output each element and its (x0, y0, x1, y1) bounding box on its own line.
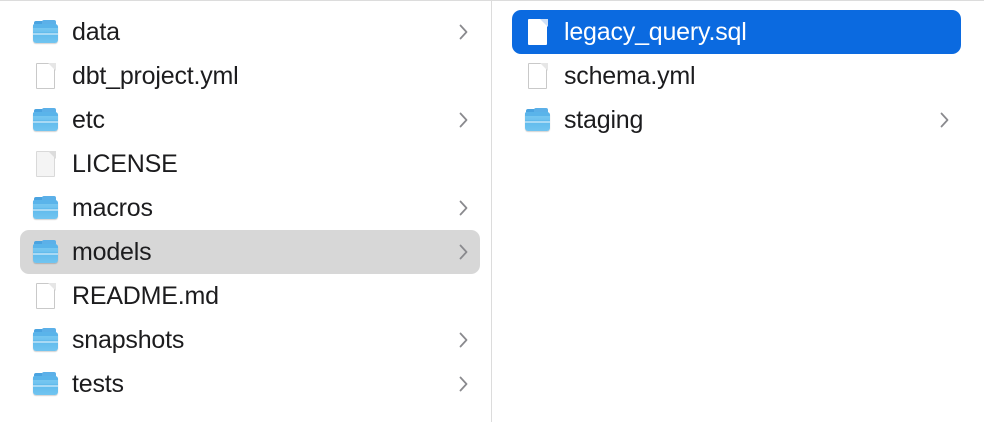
chevron-right-icon (458, 22, 470, 42)
file-name-label: macros (72, 194, 153, 222)
file-name-label: legacy_query.sql (564, 18, 747, 46)
chevron-right-icon (458, 198, 470, 218)
chevron-right-icon (458, 242, 470, 262)
file-name-label: README.md (72, 282, 219, 310)
folder-icon (32, 105, 60, 135)
folder-icon (32, 369, 60, 399)
file-name-label: data (72, 18, 120, 46)
file-row[interactable]: legacy_query.sql (512, 10, 961, 54)
folder-icon (32, 237, 60, 267)
file-column-child: legacy_query.sql schema.yml staging (492, 1, 984, 422)
file-name-label: snapshots (72, 326, 185, 354)
chevron-right-icon (939, 110, 951, 130)
folder-icon (32, 193, 60, 223)
file-list-child: legacy_query.sql schema.yml staging (492, 10, 984, 142)
file-row[interactable]: data (20, 10, 480, 54)
folder-icon (32, 17, 60, 47)
chevron-right-icon (458, 110, 470, 130)
file-row[interactable]: tests (20, 362, 480, 406)
document-icon (32, 149, 60, 179)
file-row[interactable]: LICENSE (20, 142, 480, 186)
folder-icon (524, 105, 552, 135)
file-row[interactable]: models (20, 230, 480, 274)
file-row[interactable]: dbt_project.yml (20, 54, 480, 98)
chevron-right-icon (458, 330, 470, 350)
file-name-label: schema.yml (564, 62, 696, 90)
file-row[interactable]: schema.yml (512, 54, 961, 98)
chevron-right-icon (458, 374, 470, 394)
file-name-label: LICENSE (72, 150, 178, 178)
document-icon (32, 281, 60, 311)
document-icon (32, 61, 60, 91)
document-icon (524, 61, 552, 91)
file-name-label: tests (72, 370, 124, 398)
document-icon (524, 17, 552, 47)
file-row[interactable]: README.md (20, 274, 480, 318)
file-row[interactable]: snapshots (20, 318, 480, 362)
file-row[interactable]: etc (20, 98, 480, 142)
file-row[interactable]: macros (20, 186, 480, 230)
file-name-label: dbt_project.yml (72, 62, 239, 90)
file-row[interactable]: staging (512, 98, 961, 142)
file-name-label: staging (564, 106, 644, 134)
file-name-label: models (72, 238, 152, 266)
folder-icon (32, 325, 60, 355)
file-name-label: etc (72, 106, 105, 134)
